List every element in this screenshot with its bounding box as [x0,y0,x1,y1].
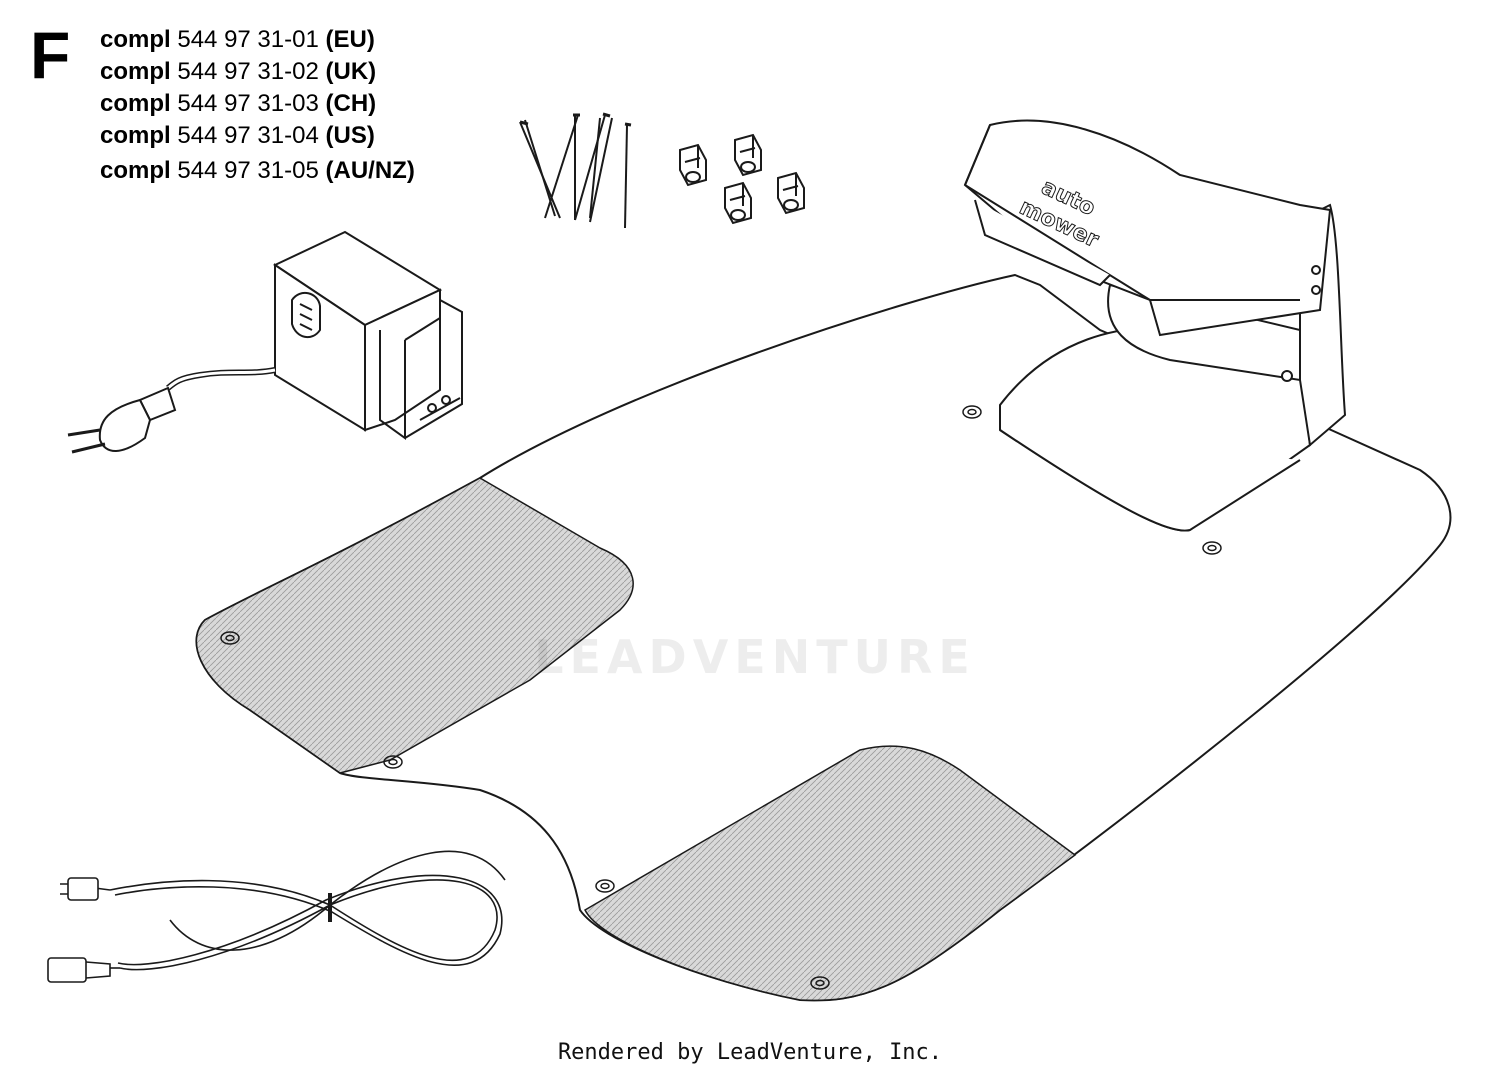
power-cord-plug[interactable] [67,367,276,454]
part-kind: compl [100,90,171,117]
part-region: (UK) [325,58,377,85]
part-region: (US) [325,122,375,149]
charging-station[interactable] [963,119,1347,532]
part-number[interactable]: 544 97 31-04 [177,122,319,149]
footer-credit: Rendered by LeadVenture, Inc. [557,1040,943,1065]
connectors[interactable] [679,133,805,225]
plate-screw-holes [220,405,1222,990]
part-row-ch: compl 544 97 31-03 (CH) [100,88,415,120]
part-kind: compl [100,58,171,85]
part-row-eu: compl 544 97 31-01 (EU) [100,24,415,56]
part-number[interactable]: 544 97 31-03 [177,90,319,117]
part-kind: compl [100,157,171,184]
part-kind: compl [100,26,171,53]
part-row-uk: compl 544 97 31-02 (UK) [100,56,415,88]
part-region: (EU) [325,26,375,53]
pegs[interactable] [519,112,632,229]
part-kind: compl [100,122,171,149]
part-row-us: compl 544 97 31-04 (US) [100,120,415,152]
section-letter: F [30,18,71,92]
watermark-text: LEADVENTURE [534,630,976,684]
part-number[interactable]: 544 97 31-02 [177,58,319,85]
part-row-au-nz: compl 544 97 31-05 (AU/NZ) [100,155,415,187]
contact-pad-left [195,477,634,774]
part-number[interactable]: 544 97 31-01 [177,26,319,53]
part-region: (CH) [325,90,377,117]
contact-pad-right [584,745,1077,1002]
power-supply[interactable] [272,230,463,440]
low-voltage-cable[interactable] [47,850,506,983]
part-region: (AU/NZ) [325,157,415,184]
part-number-list: compl 544 97 31-01 (EU) compl 544 97 31-… [100,24,415,187]
part-number[interactable]: 544 97 31-05 [177,157,319,184]
